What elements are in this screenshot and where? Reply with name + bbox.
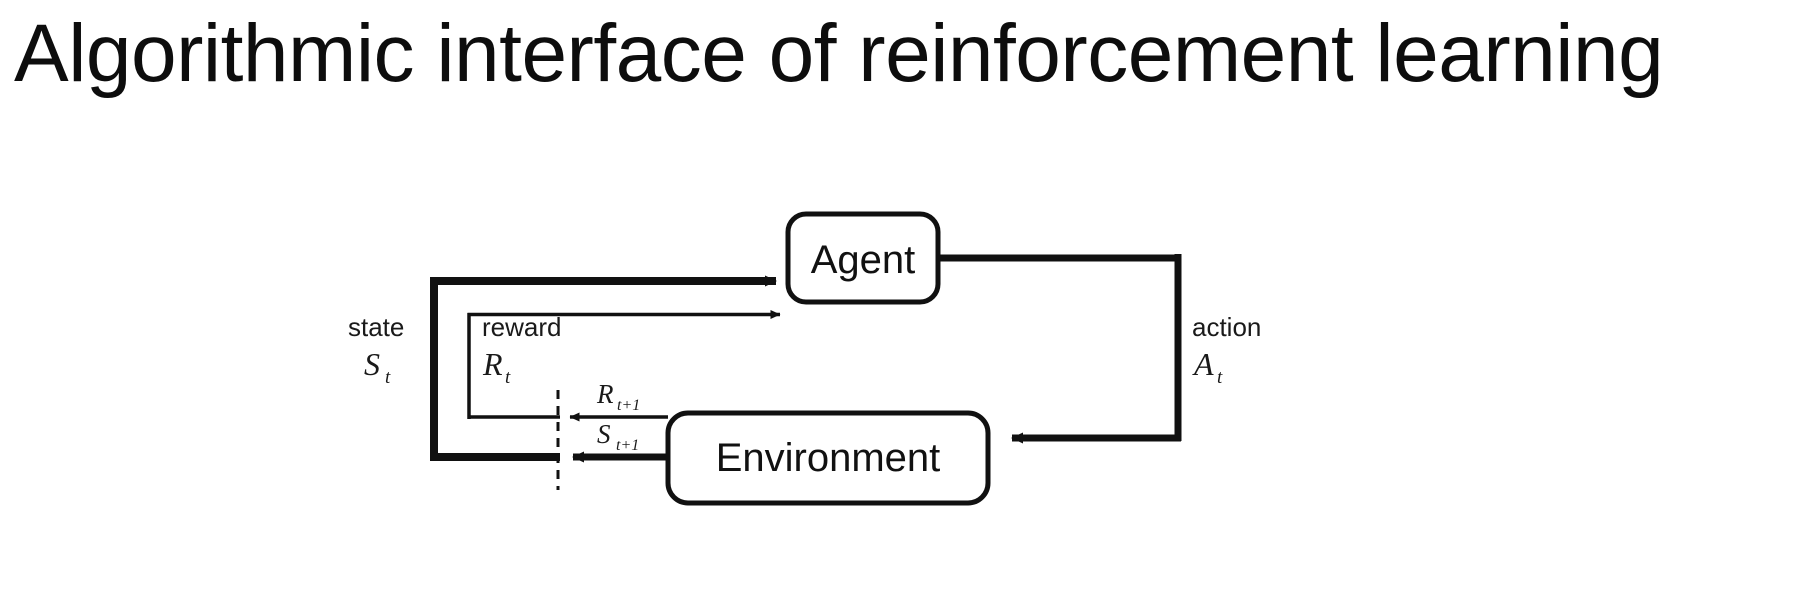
reward-edge-thin <box>467 310 781 419</box>
action-symbol: A <box>1192 346 1214 382</box>
reward-symbol-subscript: t <box>505 367 511 388</box>
state-next-subscript: t+1 <box>616 437 639 454</box>
agent-label: Agent <box>811 238 916 282</box>
environment-label: Environment <box>716 436 941 480</box>
action-symbol-subscript: t <box>1217 367 1223 388</box>
page-title: Algorithmic interface of reinforcement l… <box>14 8 1664 99</box>
reward-label: reward <box>482 312 561 342</box>
reward-symbol: R <box>482 346 503 382</box>
reward-next-symbol: R <box>596 379 614 409</box>
reward-next-subscript: t+1 <box>617 397 640 414</box>
rl-loop-diagram: Agent Environment state S <box>0 160 1820 594</box>
state-edge-thick <box>430 275 777 461</box>
state-next-symbol: S <box>597 419 611 449</box>
action-edge-thick <box>938 254 1182 444</box>
diagram-svg: Agent Environment state S <box>348 211 1261 506</box>
action-label: action <box>1192 312 1261 342</box>
state-symbol-subscript: t <box>385 367 391 388</box>
state-symbol: S <box>364 346 380 382</box>
agent-node[interactable]: Agent <box>785 211 941 305</box>
environment-node[interactable]: Environment <box>665 410 991 506</box>
state-label: state <box>348 312 404 342</box>
